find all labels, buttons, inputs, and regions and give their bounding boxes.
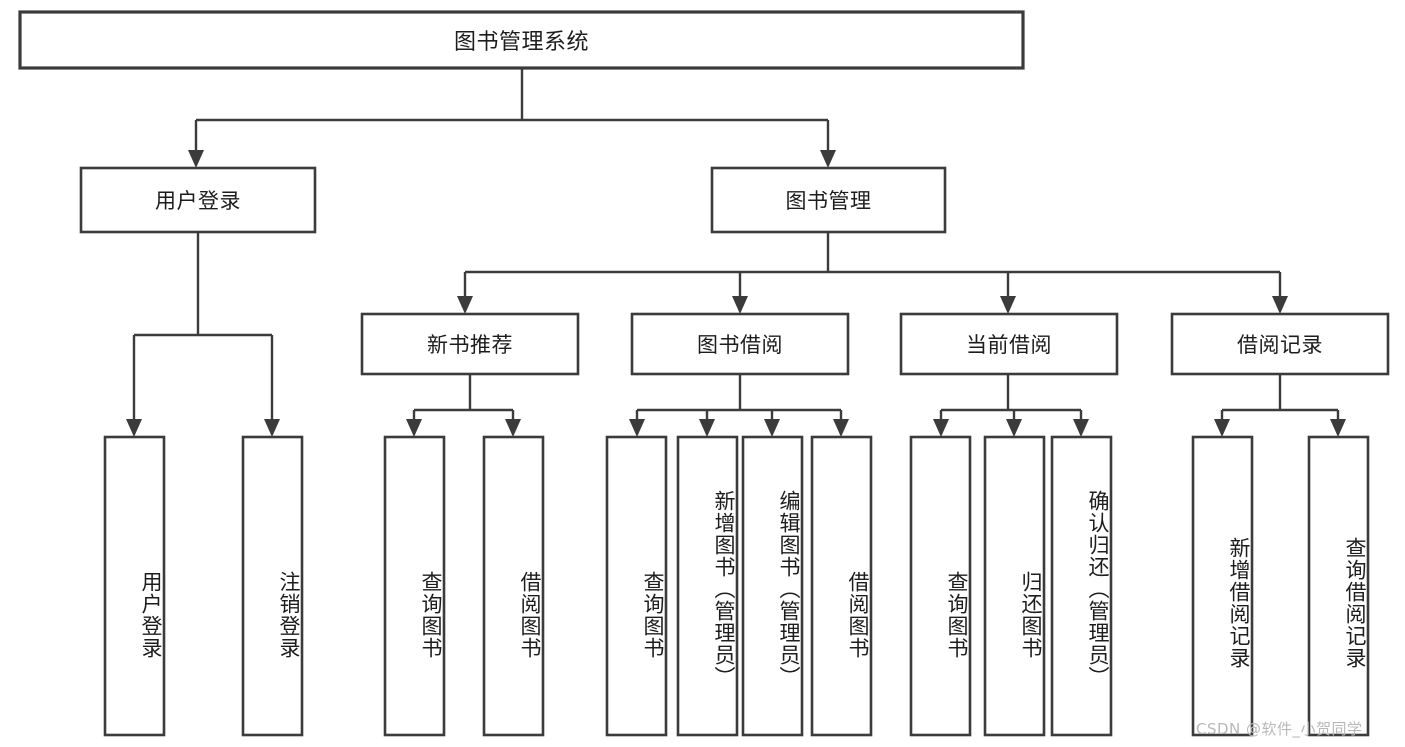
node-box-leaf-edit-book[interactable] bbox=[741, 435, 804, 737]
node-box-leaf-logout-login[interactable] bbox=[241, 435, 304, 737]
arrowhead-to-leaf-query-book-cb bbox=[933, 419, 949, 437]
node-box-leaf-query-book-nb[interactable] bbox=[383, 435, 446, 737]
node-box-leaf-confirm-return[interactable] bbox=[1050, 435, 1113, 737]
node-box-root[interactable] bbox=[18, 10, 1025, 70]
node-box-leaf-borrow-book-nb[interactable] bbox=[482, 435, 545, 737]
arrowhead-to-leaf-borrow-book-nb bbox=[505, 419, 521, 437]
csdn-watermark: CSDN @软件_小贺同学 bbox=[1196, 720, 1363, 738]
connector-book-borrow-trunk bbox=[635, 374, 843, 421]
arrowhead-to-leaf-logout-login bbox=[264, 419, 280, 437]
node-box-leaf-user-login[interactable] bbox=[103, 435, 166, 737]
arrowhead-to-leaf-confirm-return bbox=[1073, 419, 1089, 437]
arrowhead-to-leaf-query-record bbox=[1330, 419, 1346, 437]
node-box-user-login[interactable] bbox=[79, 166, 317, 234]
node-box-leaf-query-record[interactable] bbox=[1307, 435, 1370, 737]
node-box-leaf-query-book-cb[interactable] bbox=[909, 435, 972, 737]
connector-current-borrow-trunk bbox=[939, 374, 1083, 421]
arrowhead-to-leaf-edit-book bbox=[764, 419, 780, 437]
arrowhead-to-leaf-add-record bbox=[1214, 419, 1230, 437]
arrowhead-to-user-login bbox=[188, 150, 204, 168]
node-box-book-management[interactable] bbox=[710, 166, 947, 234]
arrowhead-to-leaf-query-book-nb bbox=[406, 419, 422, 437]
arrowhead-to-borrow-record bbox=[1272, 296, 1288, 314]
node-box-leaf-query-book-bb[interactable] bbox=[605, 435, 668, 737]
node-box-leaf-add-record[interactable] bbox=[1191, 435, 1254, 737]
node-box-leaf-add-book[interactable] bbox=[676, 435, 739, 737]
node-box-current-borrow[interactable] bbox=[899, 312, 1119, 376]
node-box-group bbox=[18, 10, 1390, 737]
arrowhead-to-book-management bbox=[820, 150, 836, 168]
connector-book-management-trunk bbox=[463, 232, 1282, 298]
arrowhead-to-new-book-recommend bbox=[457, 296, 473, 314]
node-box-borrow-record[interactable] bbox=[1170, 312, 1390, 376]
node-box-leaf-return-book[interactable] bbox=[983, 435, 1046, 737]
arrowhead-to-leaf-add-book bbox=[699, 419, 715, 437]
connector-root-trunk bbox=[194, 68, 830, 152]
arrowhead-to-leaf-borrow-book-bb bbox=[833, 419, 849, 437]
arrowhead-to-leaf-user-login bbox=[126, 419, 142, 437]
arrowhead-to-book-borrow bbox=[732, 296, 748, 314]
node-box-new-book-recommend[interactable] bbox=[360, 312, 580, 376]
connector-borrow-record-trunk bbox=[1220, 374, 1340, 421]
node-box-leaf-borrow-book-bb[interactable] bbox=[810, 435, 873, 737]
node-box-book-borrow[interactable] bbox=[630, 312, 850, 376]
connector-new-book-recommend-trunk bbox=[412, 374, 515, 421]
arrowhead-to-leaf-query-book-bb bbox=[629, 419, 645, 437]
connector-group bbox=[126, 68, 1346, 437]
connector-user-login-trunk bbox=[132, 232, 274, 421]
arrowhead-to-current-borrow bbox=[1000, 296, 1016, 314]
arrowhead-to-leaf-return-book bbox=[1006, 419, 1022, 437]
